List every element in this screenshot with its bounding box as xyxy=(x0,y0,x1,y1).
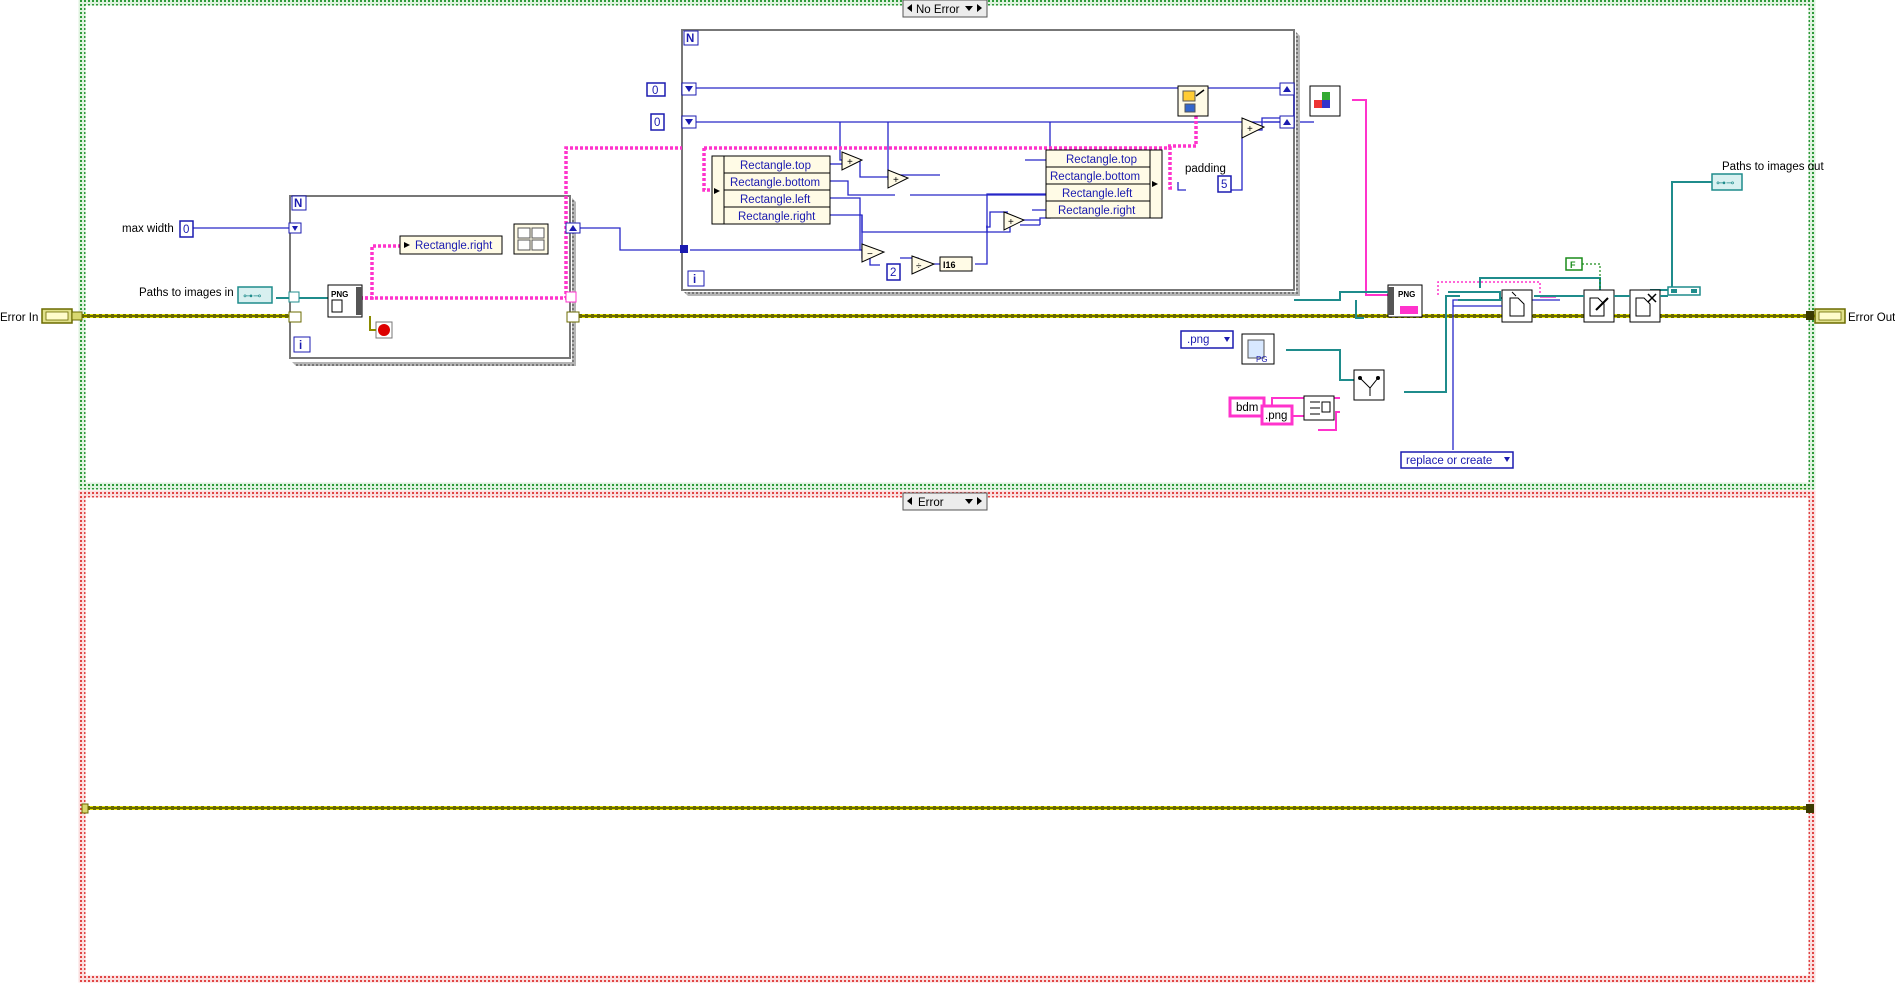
bundle-field: Rectangle.right xyxy=(1058,205,1136,217)
filename-value: bdm xyxy=(1236,402,1258,414)
build-path-glyph: PG xyxy=(1256,355,1268,364)
unbundle-field: Rectangle.right xyxy=(738,211,816,223)
zero-constant-b[interactable]: 0 xyxy=(650,113,665,131)
add-node-4[interactable]: + xyxy=(1241,117,1266,139)
constant-value: 0 xyxy=(652,85,658,97)
picture-bounds-icon[interactable] xyxy=(513,223,549,255)
png-write-label: PNG xyxy=(1398,290,1415,299)
paths-in-control[interactable]: Paths to images in ⊶⊸ xyxy=(139,286,273,304)
error-out-terminal[interactable]: Error Out xyxy=(1806,308,1895,324)
add-node-3[interactable]: + xyxy=(1003,211,1026,231)
constant-value: 0 xyxy=(654,117,660,129)
concat-strings-icon[interactable] xyxy=(1303,395,1335,421)
build-path-node-icon[interactable] xyxy=(1353,369,1385,401)
paths-out-label: Paths to images out xyxy=(1722,161,1824,173)
path-glyph-icon: ⊶⊸ xyxy=(243,291,261,302)
stop-icon[interactable] xyxy=(375,321,393,339)
max-width-control[interactable]: max width 0 xyxy=(122,220,194,238)
to-i16-node[interactable]: I16 xyxy=(939,256,973,272)
bundle-field: Rectangle.left xyxy=(1062,188,1133,200)
two-constant[interactable]: 2 xyxy=(886,263,901,281)
open-mode-value: replace or create xyxy=(1406,455,1492,467)
unbundle-field: Rectangle.top xyxy=(740,160,811,172)
for-loop-1: N i xyxy=(289,195,576,366)
padding-label: padding xyxy=(1185,163,1226,175)
constant-value: 2 xyxy=(890,267,896,279)
zero-constant-a[interactable]: 0 xyxy=(646,82,666,97)
operator-symbol: ÷ xyxy=(916,261,922,272)
loop-iteration-label: i xyxy=(693,274,696,286)
conversion-label: I16 xyxy=(943,260,956,270)
loop-count-label: N xyxy=(686,33,694,45)
case-selector-error[interactable]: Error xyxy=(902,492,988,511)
loop-count-label: N xyxy=(294,198,302,210)
shift-register xyxy=(288,311,302,323)
draw-picture-icon[interactable] xyxy=(1177,85,1209,117)
unbundle-field: Rectangle.bottom xyxy=(730,177,820,189)
bundle-field: Rectangle.top xyxy=(1066,154,1137,166)
filename-ext-value: .png xyxy=(1265,410,1287,422)
error-in-terminal[interactable]: Error In xyxy=(0,308,83,324)
operator-symbol: + xyxy=(1247,124,1253,135)
max-width-value: 0 xyxy=(183,224,189,236)
error-cluster-wire xyxy=(80,314,1816,810)
case-selector-label: No Error xyxy=(916,4,960,16)
open-file-icon[interactable] xyxy=(1501,289,1533,323)
png-read-label: PNG xyxy=(331,290,348,299)
operator-symbol: + xyxy=(893,175,899,186)
build-array-icon[interactable] xyxy=(1667,286,1701,296)
shift-register xyxy=(566,311,580,323)
add-node-2[interactable]: + xyxy=(887,169,910,189)
loop-output-tunnel xyxy=(565,291,577,303)
png-read-icon[interactable]: PNG xyxy=(327,284,363,318)
filename-constant[interactable]: bdm xyxy=(1228,396,1266,418)
divide-node[interactable]: ÷ xyxy=(911,255,936,275)
padding-value: 5 xyxy=(1221,179,1227,191)
path-glyph-icon: ⊶⊸ xyxy=(1716,178,1734,189)
error-out-label: Error Out xyxy=(1848,312,1895,324)
boolean-wire xyxy=(1582,263,1601,290)
loop-tunnel xyxy=(288,291,300,303)
unbundle-field: Rectangle.left xyxy=(740,194,811,206)
close-file-icon[interactable] xyxy=(1629,289,1661,323)
write-binary-file-icon[interactable] xyxy=(1583,289,1615,323)
filename-ext-constant[interactable]: .png xyxy=(1260,404,1294,426)
paths-in-label: Paths to images in xyxy=(139,287,234,299)
error-in-label: Error In xyxy=(0,312,38,324)
operator-symbol: + xyxy=(847,157,853,168)
error-case-tunnel xyxy=(1806,804,1814,813)
unbundle-rectangle-right[interactable]: Rectangle.right xyxy=(399,235,503,255)
max-width-label: max width xyxy=(122,223,174,235)
add-node-1[interactable]: + xyxy=(841,151,864,171)
operator-symbol: − xyxy=(867,249,873,260)
padding-control[interactable]: padding 5 xyxy=(1185,163,1232,193)
loop-iteration-label: i xyxy=(299,340,302,352)
field-label: Rectangle.right xyxy=(415,240,493,252)
ring-value: .png xyxy=(1187,334,1209,346)
unbundle-by-name-rectangle[interactable]: Rectangle.top Rectangle.bottom Rectangle… xyxy=(711,155,831,225)
open-mode-constant[interactable]: replace or create xyxy=(1400,451,1514,469)
extension-ring-constant[interactable]: .png xyxy=(1180,330,1234,349)
loop-tunnel xyxy=(680,245,688,253)
case-structure-error: Error xyxy=(78,490,1816,983)
false-value: F xyxy=(1570,260,1576,270)
case-selector-no-error[interactable]: No Error xyxy=(902,0,988,18)
bundle-field: Rectangle.bottom xyxy=(1050,171,1140,183)
error-case-tunnel-in xyxy=(81,803,89,814)
picture-to-pixmap-icon[interactable] xyxy=(1309,85,1341,117)
paths-out-indicator[interactable]: Paths to images out ⊶⊸ xyxy=(1711,161,1824,191)
case-selector-label: Error xyxy=(918,497,944,509)
operator-symbol: + xyxy=(1008,217,1014,228)
bundle-by-name-rectangle[interactable]: Rectangle.top Rectangle.bottom Rectangle… xyxy=(1045,149,1163,219)
png-write-icon[interactable]: PNG xyxy=(1387,284,1423,318)
build-path-icon[interactable]: PG xyxy=(1241,333,1275,365)
subtract-node[interactable]: − xyxy=(861,243,886,263)
false-constant[interactable]: F xyxy=(1565,257,1583,271)
